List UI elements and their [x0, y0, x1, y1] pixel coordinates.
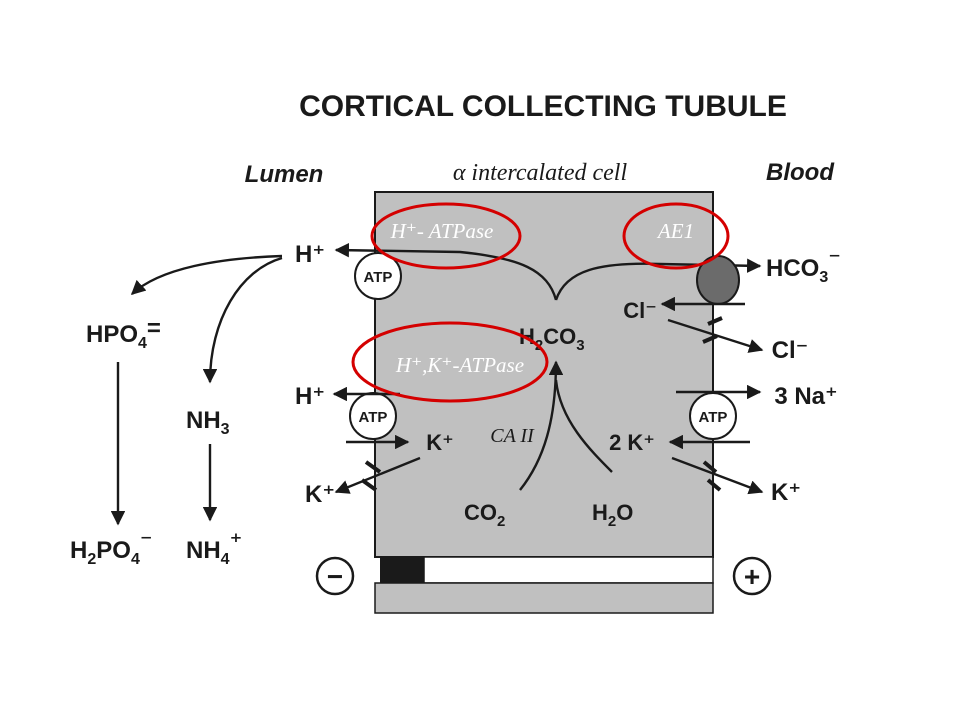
atp-pump-left: ATP [349, 392, 397, 440]
atp-label-left: ATP [359, 409, 388, 426]
adjacent-cell [374, 582, 714, 614]
h-to-hpo4-arrow [130, 254, 283, 295]
cell-base-strip [423, 556, 714, 584]
cell-header: α intercalated cell [453, 160, 628, 186]
nh4-label: NH4⁺ [186, 529, 242, 568]
h-lumen-mid: H⁺ [295, 383, 325, 410]
atp-pump-top: ATP [354, 252, 402, 300]
h-to-nh3-arrow [202, 256, 283, 384]
cl-intracellular: Cl⁻ [623, 298, 657, 323]
tight-junction [380, 557, 424, 583]
atp-label-right: ATP [699, 409, 728, 426]
h-secretion-arrow [334, 243, 558, 301]
h-atpase-label: H⁺- ATPase [390, 219, 494, 243]
h2po4-label: H2PO4⁻ [70, 529, 153, 568]
h2o-label: H2O [592, 500, 633, 530]
nh3-label: NH3 [186, 407, 230, 438]
h-lumen-top: H⁺ [295, 241, 325, 268]
highlight-h-atpase [370, 202, 522, 270]
na-blood: 3 Na⁺ [774, 383, 837, 410]
highlight-ae1 [622, 202, 730, 270]
blood-header: Blood [766, 159, 835, 186]
ae1-label: AE1 [656, 219, 694, 243]
minus-sign: − [327, 561, 343, 592]
k-blood: K⁺ [771, 479, 801, 506]
hco3-label: HCO3⁻ [766, 247, 841, 286]
h2o-to-carbonic-line [554, 379, 613, 473]
k-efflux-left-arrow [334, 456, 421, 494]
plus-sign: + [744, 561, 760, 592]
k-intracellular-right: 2 K⁺ [609, 430, 655, 455]
k-intracellular-left: K⁺ [426, 430, 454, 455]
hk-atpase-label: H⁺,K⁺-ATPase [395, 353, 524, 377]
highlight-hk-atpase [351, 321, 549, 403]
diagram-title: CORTICAL COLLECTING TUBULE [299, 90, 787, 123]
negative-lumen-sign: − [315, 556, 355, 596]
k-lumen: K⁺ [305, 481, 335, 508]
positive-blood-sign: + [732, 556, 772, 596]
atp-label-top: ATP [364, 269, 393, 286]
k-channel-left-marks [360, 460, 382, 492]
cl-channel-marks [702, 316, 723, 344]
k-efflux-right-arrow [671, 456, 764, 495]
co2-label: CO2 [464, 500, 505, 530]
hpo4-label: HPO4= [86, 315, 161, 352]
carbonic-anhydrase-label: CA II [490, 425, 535, 447]
atp-pump-right: ATP [689, 392, 737, 440]
cl-blood: Cl⁻ [772, 337, 809, 364]
lumen-header: Lumen [245, 161, 324, 188]
k-channel-right-marks [702, 460, 722, 492]
